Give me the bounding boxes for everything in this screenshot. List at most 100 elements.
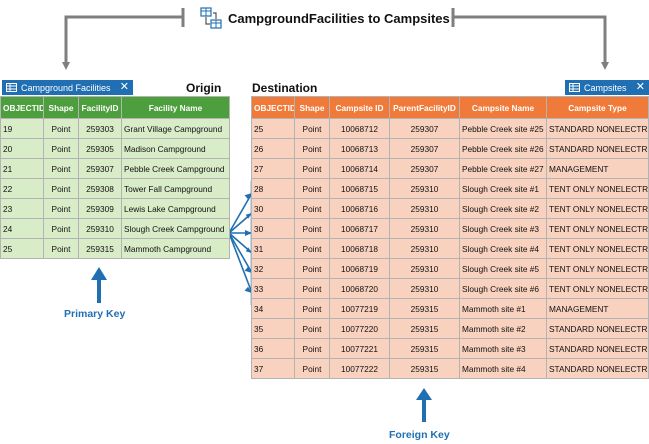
- table-cell[interactable]: 10068712: [329, 118, 390, 139]
- tab-campground-facilities[interactable]: Campground Facilities ✕: [2, 80, 133, 95]
- table-cell[interactable]: 259315: [389, 318, 460, 339]
- table-cell[interactable]: STANDARD NONELECTRIC: [546, 138, 649, 159]
- table-cell[interactable]: Slough Creek site #4: [459, 238, 547, 259]
- table-cell[interactable]: Mammoth site #4: [459, 358, 547, 379]
- table-cell[interactable]: Point: [294, 198, 330, 219]
- table-cell[interactable]: 10068715: [329, 178, 390, 199]
- table-cell[interactable]: 259310: [389, 218, 460, 239]
- table-cell[interactable]: Slough Creek site #2: [459, 198, 547, 219]
- table-cell[interactable]: 10068720: [329, 278, 390, 299]
- table-cell[interactable]: 259310: [389, 238, 460, 259]
- table-cell[interactable]: 10077221: [329, 338, 390, 359]
- close-icon[interactable]: ✕: [119, 81, 129, 93]
- table-cell[interactable]: Point: [43, 198, 79, 219]
- table-cell[interactable]: 259315: [389, 338, 460, 359]
- table-cell[interactable]: 37: [251, 358, 295, 379]
- table-cell[interactable]: Point: [294, 138, 330, 159]
- table-cell[interactable]: 259310: [389, 258, 460, 279]
- table-cell[interactable]: TENT ONLY NONELECTRIC: [546, 178, 649, 199]
- table-cell[interactable]: 32: [251, 258, 295, 279]
- close-icon[interactable]: ✕: [635, 81, 645, 93]
- table-cell[interactable]: Point: [294, 218, 330, 239]
- table-cell[interactable]: Point: [294, 158, 330, 179]
- table-cell[interactable]: 10068714: [329, 158, 390, 179]
- table-cell[interactable]: Mammoth site #3: [459, 338, 547, 359]
- tab-campsites[interactable]: Campsites ✕: [565, 80, 649, 95]
- table-cell[interactable]: 31: [251, 238, 295, 259]
- column-header[interactable]: ParentFacilityID: [389, 96, 460, 119]
- table-cell[interactable]: 20: [0, 138, 44, 159]
- table-cell[interactable]: Pebble Creek Campground: [121, 158, 230, 179]
- table-cell[interactable]: STANDARD NONELECTRIC: [546, 118, 649, 139]
- table-cell[interactable]: TENT ONLY NONELECTRIC: [546, 198, 649, 219]
- table-cell[interactable]: 10077219: [329, 298, 390, 319]
- table-cell[interactable]: Slough Creek site #5: [459, 258, 547, 279]
- table-cell[interactable]: Point: [294, 238, 330, 259]
- table-cell[interactable]: Point: [294, 118, 330, 139]
- table-cell[interactable]: Tower Fall Campground: [121, 178, 230, 199]
- column-header[interactable]: Facility Name: [121, 96, 230, 119]
- table-cell[interactable]: 26: [251, 138, 295, 159]
- table-cell[interactable]: 259310: [389, 278, 460, 299]
- table-cell[interactable]: 259303: [78, 118, 122, 139]
- table-cell[interactable]: Point: [43, 178, 79, 199]
- table-cell[interactable]: 25: [251, 118, 295, 139]
- table-cell[interactable]: 19: [0, 118, 44, 139]
- table-cell[interactable]: 10068718: [329, 238, 390, 259]
- table-cell[interactable]: Point: [294, 298, 330, 319]
- table-cell[interactable]: 22: [0, 178, 44, 199]
- table-cell[interactable]: 10068713: [329, 138, 390, 159]
- table-cell[interactable]: Grant Village Campground: [121, 118, 230, 139]
- table-cell[interactable]: Point: [294, 178, 330, 199]
- table-cell[interactable]: Slough Creek site #6: [459, 278, 547, 299]
- table-cell[interactable]: TENT ONLY NONELECTRIC: [546, 218, 649, 239]
- table-cell[interactable]: 259308: [78, 178, 122, 199]
- table-cell[interactable]: Point: [294, 318, 330, 339]
- table-cell[interactable]: Pebble Creek site #26: [459, 138, 547, 159]
- table-cell[interactable]: 259315: [389, 358, 460, 379]
- column-header[interactable]: Shape: [294, 96, 330, 119]
- table-cell[interactable]: 259305: [78, 138, 122, 159]
- table-cell[interactable]: 259310: [78, 218, 122, 239]
- table-cell[interactable]: 10077222: [329, 358, 390, 379]
- table-cell[interactable]: MANAGEMENT: [546, 158, 649, 179]
- table-cell[interactable]: 259315: [78, 238, 122, 259]
- column-header[interactable]: OBJECTID: [0, 96, 44, 119]
- table-cell[interactable]: 10068716: [329, 198, 390, 219]
- table-cell[interactable]: Point: [294, 338, 330, 359]
- table-cell[interactable]: 10077220: [329, 318, 390, 339]
- table-cell[interactable]: Mammoth Campground: [121, 238, 230, 259]
- table-cell[interactable]: Point: [294, 278, 330, 299]
- table-cell[interactable]: 28: [251, 178, 295, 199]
- table-cell[interactable]: Madison Campground: [121, 138, 230, 159]
- table-cell[interactable]: Point: [294, 358, 330, 379]
- table-cell[interactable]: TENT ONLY NONELECTRIC: [546, 278, 649, 299]
- table-cell[interactable]: 259307: [389, 118, 460, 139]
- column-header[interactable]: Campsite Type: [546, 96, 649, 119]
- table-cell[interactable]: Point: [43, 158, 79, 179]
- table-cell[interactable]: Point: [43, 118, 79, 139]
- table-cell[interactable]: 25: [0, 238, 44, 259]
- table-cell[interactable]: 259309: [78, 198, 122, 219]
- table-cell[interactable]: 259307: [389, 158, 460, 179]
- table-cell[interactable]: Pebble Creek site #27: [459, 158, 547, 179]
- table-cell[interactable]: Lewis Lake Campground: [121, 198, 230, 219]
- column-header[interactable]: Campsite Name: [459, 96, 547, 119]
- table-cell[interactable]: TENT ONLY NONELECTRIC: [546, 258, 649, 279]
- table-cell[interactable]: STANDARD NONELECTRIC: [546, 338, 649, 359]
- column-header[interactable]: FacilityID: [78, 96, 122, 119]
- table-cell[interactable]: Mammoth site #2: [459, 318, 547, 339]
